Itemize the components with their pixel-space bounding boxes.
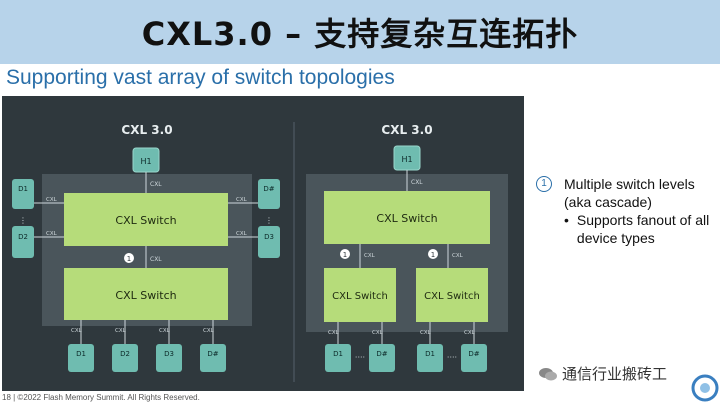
note-line2: Supports fanout of all device types bbox=[576, 212, 710, 246]
right-bottom-ellipsis: ···· bbox=[447, 353, 457, 362]
right-switch-right bbox=[416, 268, 488, 322]
left-cascade-marker-num: 1 bbox=[127, 255, 131, 263]
left-bottom-device-label: D3 bbox=[164, 350, 174, 358]
right-side-ellipsis: ⋮ bbox=[265, 216, 273, 225]
summit-logo-icon bbox=[691, 374, 719, 402]
left-side-device bbox=[12, 226, 34, 258]
right-switch-left bbox=[324, 268, 396, 322]
title-bar: CXL3.0 – 支持复杂互连拓扑 bbox=[0, 0, 720, 64]
left-bottom-devices: CXL CXL CXL CXL D1 D2 D3 D# bbox=[68, 320, 226, 372]
left-bottom-link-label: CXL bbox=[115, 328, 127, 334]
right-cascade-link-label: CXL bbox=[364, 253, 376, 259]
note-marker: 1 bbox=[536, 176, 552, 192]
left-diagram: CXL 3.0 H1 CXL CXL Switch 1 CXL CXL Swit… bbox=[12, 123, 280, 372]
right-bottom-device bbox=[325, 344, 351, 372]
right-bottom-link-label: CXL bbox=[420, 330, 432, 336]
left-switch-top-label: CXL Switch bbox=[115, 214, 176, 227]
left-bottom-link-label: CXL bbox=[203, 328, 215, 334]
left-bottom-device-label: D1 bbox=[76, 350, 86, 358]
right-side-device-label: D3 bbox=[264, 233, 274, 241]
right-cascade-marker bbox=[428, 249, 438, 259]
left-side-device-label: D2 bbox=[18, 233, 28, 241]
right-bottom-device-label: D# bbox=[468, 350, 479, 358]
right-bottom-ellipsis: ···· bbox=[355, 353, 365, 362]
wechat-icon bbox=[539, 367, 557, 380]
left-switch-top bbox=[64, 193, 228, 246]
left-bottom-link-label: CXL bbox=[71, 328, 83, 334]
left-side-link-label: CXL bbox=[46, 197, 58, 203]
right-host-link-label: CXL bbox=[411, 179, 423, 186]
right-cascade-marker-num: 1 bbox=[343, 251, 347, 259]
left-host-label: H1 bbox=[140, 157, 151, 166]
right-bottom-link-label: CXL bbox=[464, 330, 476, 336]
left-host-link-label: CXL bbox=[150, 181, 162, 188]
right-switch-left-label: CXL Switch bbox=[332, 291, 388, 302]
right-host-label: H1 bbox=[401, 155, 412, 164]
right-bottom-device bbox=[417, 344, 443, 372]
left-side-device-label: D1 bbox=[18, 185, 28, 193]
left-cascade-link-label: CXL bbox=[150, 256, 162, 263]
slide-title: CXL3.0 – 支持复杂互连拓扑 bbox=[141, 15, 579, 53]
right-bottom-device bbox=[461, 344, 487, 372]
slide-subtitle: Supporting vast array of switch topologi… bbox=[6, 66, 395, 89]
note-subitem: • Supports fanout of all device types bbox=[564, 211, 720, 247]
watermark: 通信行业搬砖工 bbox=[538, 363, 667, 384]
right-switch-top bbox=[324, 191, 490, 244]
right-diagram: CXL 3.0 H1 CXL CXL Switch 1 1 CXL CXL CX… bbox=[306, 123, 508, 372]
right-side-device bbox=[258, 226, 280, 258]
left-cascade-marker bbox=[124, 253, 134, 263]
left-bottom-device bbox=[156, 344, 182, 372]
right-cascade-marker bbox=[340, 249, 350, 259]
right-bottom-device bbox=[369, 344, 395, 372]
right-switch-right-label: CXL Switch bbox=[424, 291, 480, 302]
right-side-device bbox=[258, 179, 280, 209]
right-bottom-device-label: D1 bbox=[333, 350, 343, 358]
right-bottom-device-label: D1 bbox=[425, 350, 435, 358]
watermark-text: 通信行业搬砖工 bbox=[562, 365, 668, 383]
bullet-icon: • bbox=[564, 212, 569, 228]
left-bottom-device bbox=[200, 344, 226, 372]
left-bottom-link-label: CXL bbox=[159, 328, 171, 334]
left-bottom-device-label: D# bbox=[207, 350, 218, 358]
note-item: 1 Multiple switch levels (aka cascade) bbox=[536, 175, 720, 211]
left-bottom-device bbox=[68, 344, 94, 372]
right-bottom-device-label: D# bbox=[376, 350, 387, 358]
note-line1: Multiple switch levels (aka cascade) bbox=[564, 176, 695, 210]
right-side-device-label: D# bbox=[263, 185, 274, 193]
notes: 1 Multiple switch levels (aka cascade) •… bbox=[536, 175, 720, 247]
left-side-device bbox=[12, 179, 34, 209]
left-side-link-label: CXL bbox=[46, 231, 58, 237]
right-cascade-link-label: CXL bbox=[452, 253, 464, 259]
left-side-ellipsis: ⋮ bbox=[19, 216, 27, 225]
left-heading: CXL 3.0 bbox=[121, 123, 172, 137]
right-bottom-link-label: CXL bbox=[328, 330, 340, 336]
right-side-link-label: CXL bbox=[236, 231, 248, 237]
left-bottom-device bbox=[112, 344, 138, 372]
right-side-link-label: CXL bbox=[236, 197, 248, 203]
right-switch-top-label: CXL Switch bbox=[376, 212, 437, 225]
footer-copyright: 18 | ©2022 Flash Memory Summit. All Righ… bbox=[2, 393, 200, 402]
topology-diagram-panel: CXL 3.0 H1 CXL CXL Switch 1 CXL CXL Swit… bbox=[2, 96, 524, 391]
left-switch-bottom bbox=[64, 268, 228, 320]
left-bottom-device-label: D2 bbox=[120, 350, 130, 358]
right-heading: CXL 3.0 bbox=[381, 123, 432, 137]
right-bottom-link-label: CXL bbox=[372, 330, 384, 336]
left-switch-bottom-label: CXL Switch bbox=[115, 289, 176, 302]
right-cascade-marker-num: 1 bbox=[431, 251, 435, 259]
topology-diagram: CXL 3.0 H1 CXL CXL Switch 1 CXL CXL Swit… bbox=[12, 122, 508, 382]
